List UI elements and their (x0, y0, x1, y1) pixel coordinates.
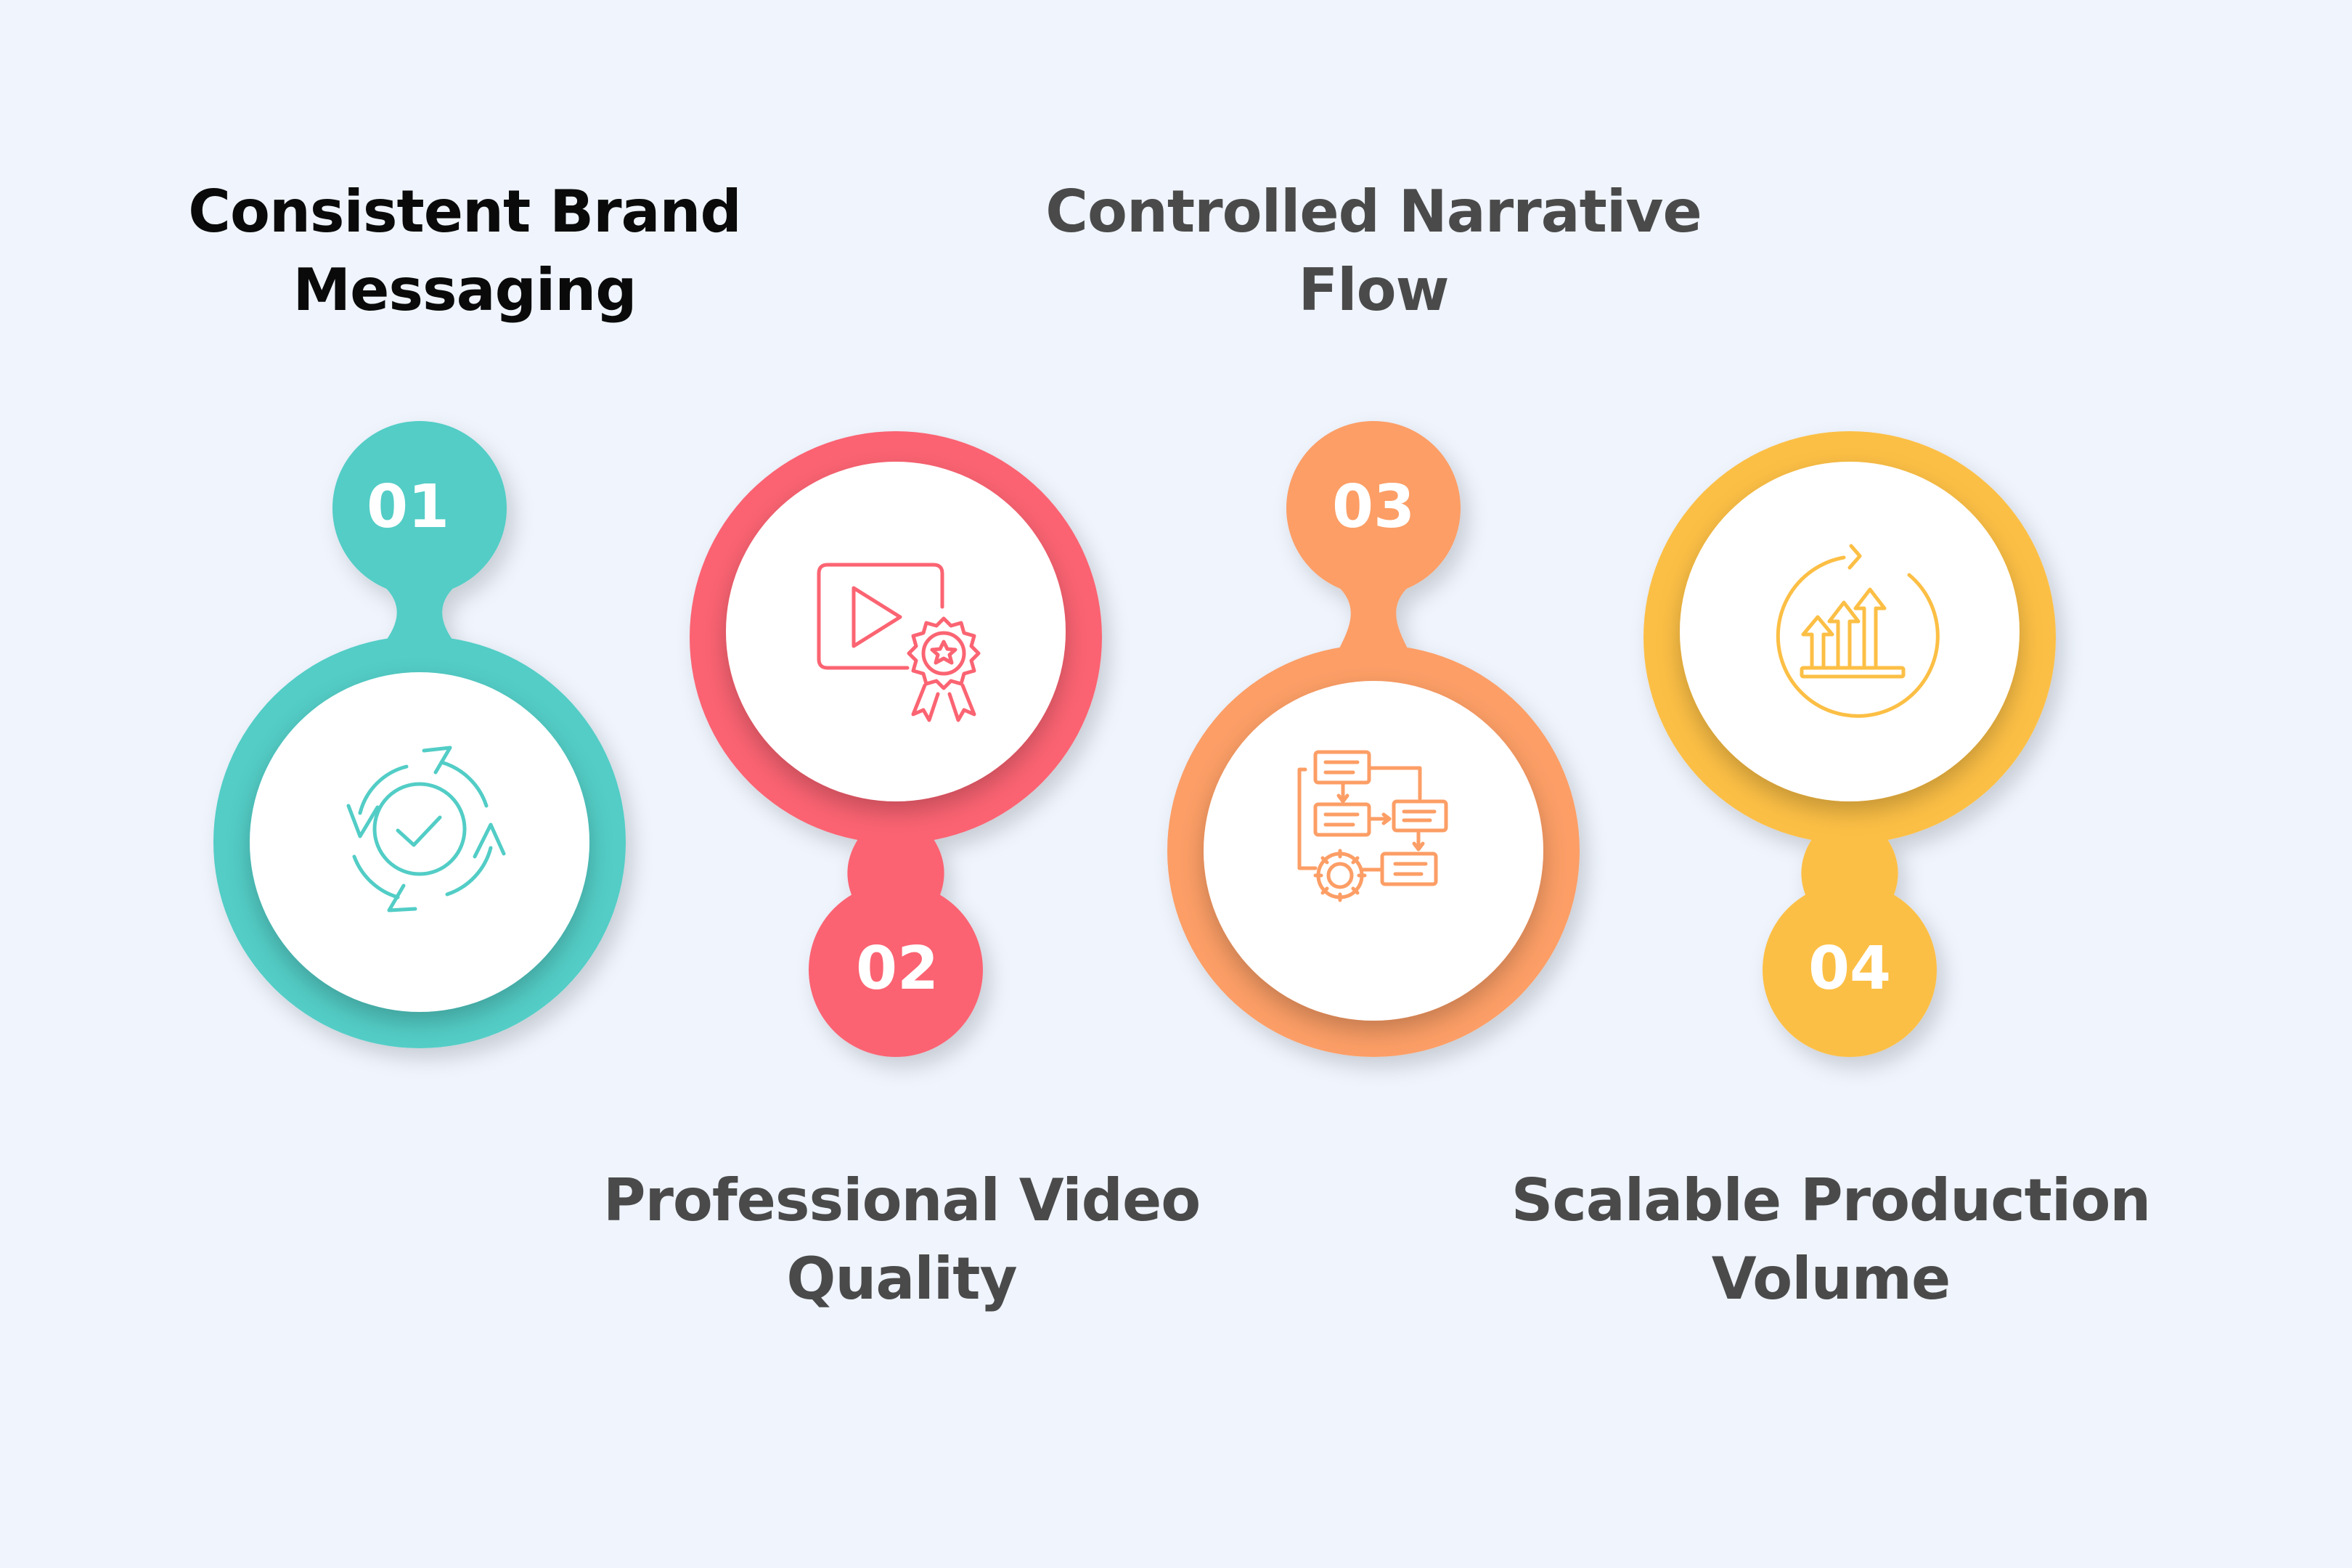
step-4-title: Scalable Production Volume (1468, 1161, 2194, 1318)
step-3-title-line-2: Flow (1298, 256, 1450, 324)
step-2-inner-circle (726, 462, 1066, 801)
step-3-inner-circle (1204, 681, 1543, 1021)
step-1-number: 01 (367, 473, 449, 542)
step-3-number: 03 (1332, 473, 1415, 542)
step-2-title-line-1: Professional Video (603, 1167, 1201, 1234)
step-1-title: Consistent Brand Messaging (102, 173, 828, 330)
step-3-title-line-1: Controlled Narrative (1045, 178, 1702, 245)
step-3-title: Controlled Narrative Flow (1010, 173, 1736, 330)
video-award-icon (817, 563, 981, 722)
step-4: 04 (1643, 431, 2056, 1057)
step-4-title-line-1: Scalable Production (1511, 1167, 2152, 1234)
step-2-title-line-2: Quality (786, 1245, 1017, 1312)
step-4-number: 04 (1808, 934, 1891, 1003)
step-2: 02 (690, 431, 1102, 1057)
step-1-title-line-2: Messaging (293, 256, 637, 324)
step-1-inner-circle (250, 672, 589, 1012)
step-2-title: Professional Video Quality (539, 1161, 1265, 1318)
refresh-check-icon (346, 746, 506, 912)
growth-arrows-icon (1776, 544, 1940, 718)
workflow-gear-icon (1297, 750, 1448, 902)
step-3: 03 (1167, 421, 1580, 1057)
step-4-title-line-2: Volume (1711, 1245, 1951, 1312)
step-1: 01 (213, 421, 626, 1048)
step-1-title-line-1: Consistent Brand (188, 178, 741, 245)
step-2-number: 02 (856, 934, 939, 1003)
